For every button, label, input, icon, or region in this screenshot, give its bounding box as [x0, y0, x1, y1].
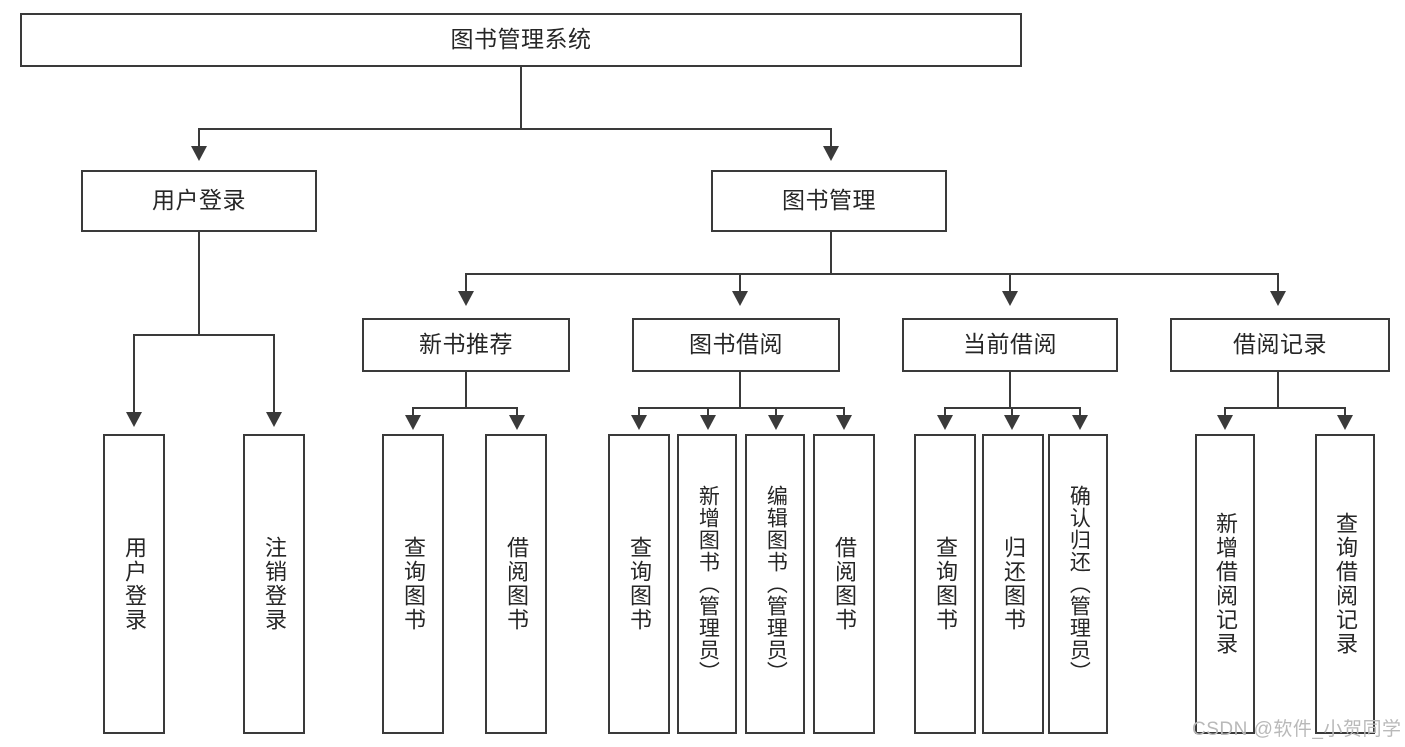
leaf-query-book-2-label: 查询图书 [626, 536, 652, 632]
connector-new-book-leaf2 [516, 407, 518, 417]
connector-to-current-borrow [1009, 273, 1011, 293]
arrow-to-book-borrow [732, 291, 748, 306]
leaf-query-record[interactable]: 查询借阅记录 [1315, 434, 1375, 734]
arrow-to-borrow-record [1270, 291, 1286, 306]
connector-book-borrow-leaf2 [707, 407, 709, 417]
arrow-new-book-leaf1 [405, 415, 421, 430]
arrow-to-new-book-recommend [458, 291, 474, 306]
leaf-query-book-1[interactable]: 查询图书 [382, 434, 444, 734]
arrow-current-borrow-leaf2 [1004, 415, 1020, 430]
connector-book-borrow-stem [739, 372, 741, 408]
connector-root-stem [520, 67, 522, 129]
node-new-book-recommend-label: 新书推荐 [419, 331, 513, 358]
node-root-label: 图书管理系统 [450, 26, 592, 53]
leaf-logout-login-label: 注销登录 [261, 536, 287, 632]
connector-to-new-book-recommend [465, 273, 467, 293]
leaf-add-book-label: 新增图书（管理员） [696, 485, 720, 683]
arrow-to-current-borrow [1002, 291, 1018, 306]
connector-book-borrow-bus [638, 407, 844, 409]
arrow-user-login-leaf1 [126, 412, 142, 427]
leaf-edit-book-label: 编辑图书（管理员） [764, 485, 788, 683]
node-book-borrow-label: 图书借阅 [689, 331, 783, 358]
node-user-login[interactable]: 用户登录 [81, 170, 317, 232]
connector-current-borrow-stem [1009, 372, 1011, 408]
arrow-to-book-management [823, 146, 839, 161]
leaf-borrow-book-2[interactable]: 借阅图书 [813, 434, 875, 734]
connector-user-login-leaf2 [273, 334, 275, 414]
leaf-return-book-label: 归还图书 [1000, 536, 1026, 632]
leaf-add-record-label: 新增借阅记录 [1212, 512, 1238, 656]
connector-new-book-stem [465, 372, 467, 408]
node-current-borrow-label: 当前借阅 [963, 331, 1057, 358]
node-borrow-record-label: 借阅记录 [1233, 331, 1327, 358]
arrow-book-borrow-leaf4 [836, 415, 852, 430]
arrow-to-user-login [191, 146, 207, 161]
arrow-user-login-leaf2 [266, 412, 282, 427]
arrow-current-borrow-leaf1 [937, 415, 953, 430]
connector-borrow-record-leaf2 [1344, 407, 1346, 417]
connector-borrow-record-leaf1 [1224, 407, 1226, 417]
connector-current-borrow-leaf1 [944, 407, 946, 417]
connector-borrow-record-bus [1224, 407, 1346, 409]
leaf-user-login[interactable]: 用户登录 [103, 434, 165, 734]
leaf-query-book-3-label: 查询图书 [932, 536, 958, 632]
leaf-add-book[interactable]: 新增图书（管理员） [677, 434, 737, 734]
connector-current-borrow-leaf3 [1079, 407, 1081, 417]
connector-to-user-login [198, 128, 200, 148]
connector-current-borrow-leaf2 [1011, 407, 1013, 417]
node-user-login-label: 用户登录 [152, 187, 246, 214]
node-root[interactable]: 图书管理系统 [20, 13, 1022, 67]
connector-to-borrow-record [1277, 273, 1279, 293]
leaf-add-record[interactable]: 新增借阅记录 [1195, 434, 1255, 734]
connector-level3-bus [465, 273, 1277, 275]
leaf-borrow-book-2-label: 借阅图书 [831, 536, 857, 632]
arrow-borrow-record-leaf2 [1337, 415, 1353, 430]
connector-book-borrow-leaf1 [638, 407, 640, 417]
leaf-borrow-book-1[interactable]: 借阅图书 [485, 434, 547, 734]
leaf-borrow-book-1-label: 借阅图书 [503, 536, 529, 632]
arrow-book-borrow-leaf2 [700, 415, 716, 430]
arrow-book-borrow-leaf3 [768, 415, 784, 430]
arrow-current-borrow-leaf3 [1072, 415, 1088, 430]
connector-user-login-leaf1 [133, 334, 135, 414]
node-book-borrow[interactable]: 图书借阅 [632, 318, 840, 372]
arrow-new-book-leaf2 [509, 415, 525, 430]
csdn-watermark: CSDN @软件_小贺同学 [1192, 719, 1402, 740]
leaf-edit-book[interactable]: 编辑图书（管理员） [745, 434, 805, 734]
leaf-logout-login[interactable]: 注销登录 [243, 434, 305, 734]
arrow-borrow-record-leaf1 [1217, 415, 1233, 430]
node-borrow-record[interactable]: 借阅记录 [1170, 318, 1390, 372]
leaf-confirm-return-label: 确认归还（管理员） [1067, 485, 1091, 683]
connector-book-management-stem [830, 232, 832, 274]
connector-new-book-leaf1 [412, 407, 414, 417]
leaf-query-book-1-label: 查询图书 [400, 536, 426, 632]
node-new-book-recommend[interactable]: 新书推荐 [362, 318, 570, 372]
connector-user-login-stem [198, 232, 200, 335]
leaf-query-book-2[interactable]: 查询图书 [608, 434, 670, 734]
connector-book-borrow-leaf4 [843, 407, 845, 417]
connector-book-borrow-leaf3 [775, 407, 777, 417]
arrow-book-borrow-leaf1 [631, 415, 647, 430]
connector-to-book-borrow [739, 273, 741, 293]
leaf-user-login-label: 用户登录 [121, 536, 147, 632]
leaf-query-record-label: 查询借阅记录 [1332, 512, 1358, 656]
connector-new-book-bus [412, 407, 518, 409]
connector-borrow-record-stem [1277, 372, 1279, 408]
connector-user-login-bus [133, 334, 275, 336]
node-book-management-label: 图书管理 [782, 187, 876, 214]
node-current-borrow[interactable]: 当前借阅 [902, 318, 1118, 372]
connector-level2-bus [198, 128, 832, 130]
leaf-query-book-3[interactable]: 查询图书 [914, 434, 976, 734]
connector-to-book-management [830, 128, 832, 148]
node-book-management[interactable]: 图书管理 [711, 170, 947, 232]
leaf-confirm-return[interactable]: 确认归还（管理员） [1048, 434, 1108, 734]
leaf-return-book[interactable]: 归还图书 [982, 434, 1044, 734]
